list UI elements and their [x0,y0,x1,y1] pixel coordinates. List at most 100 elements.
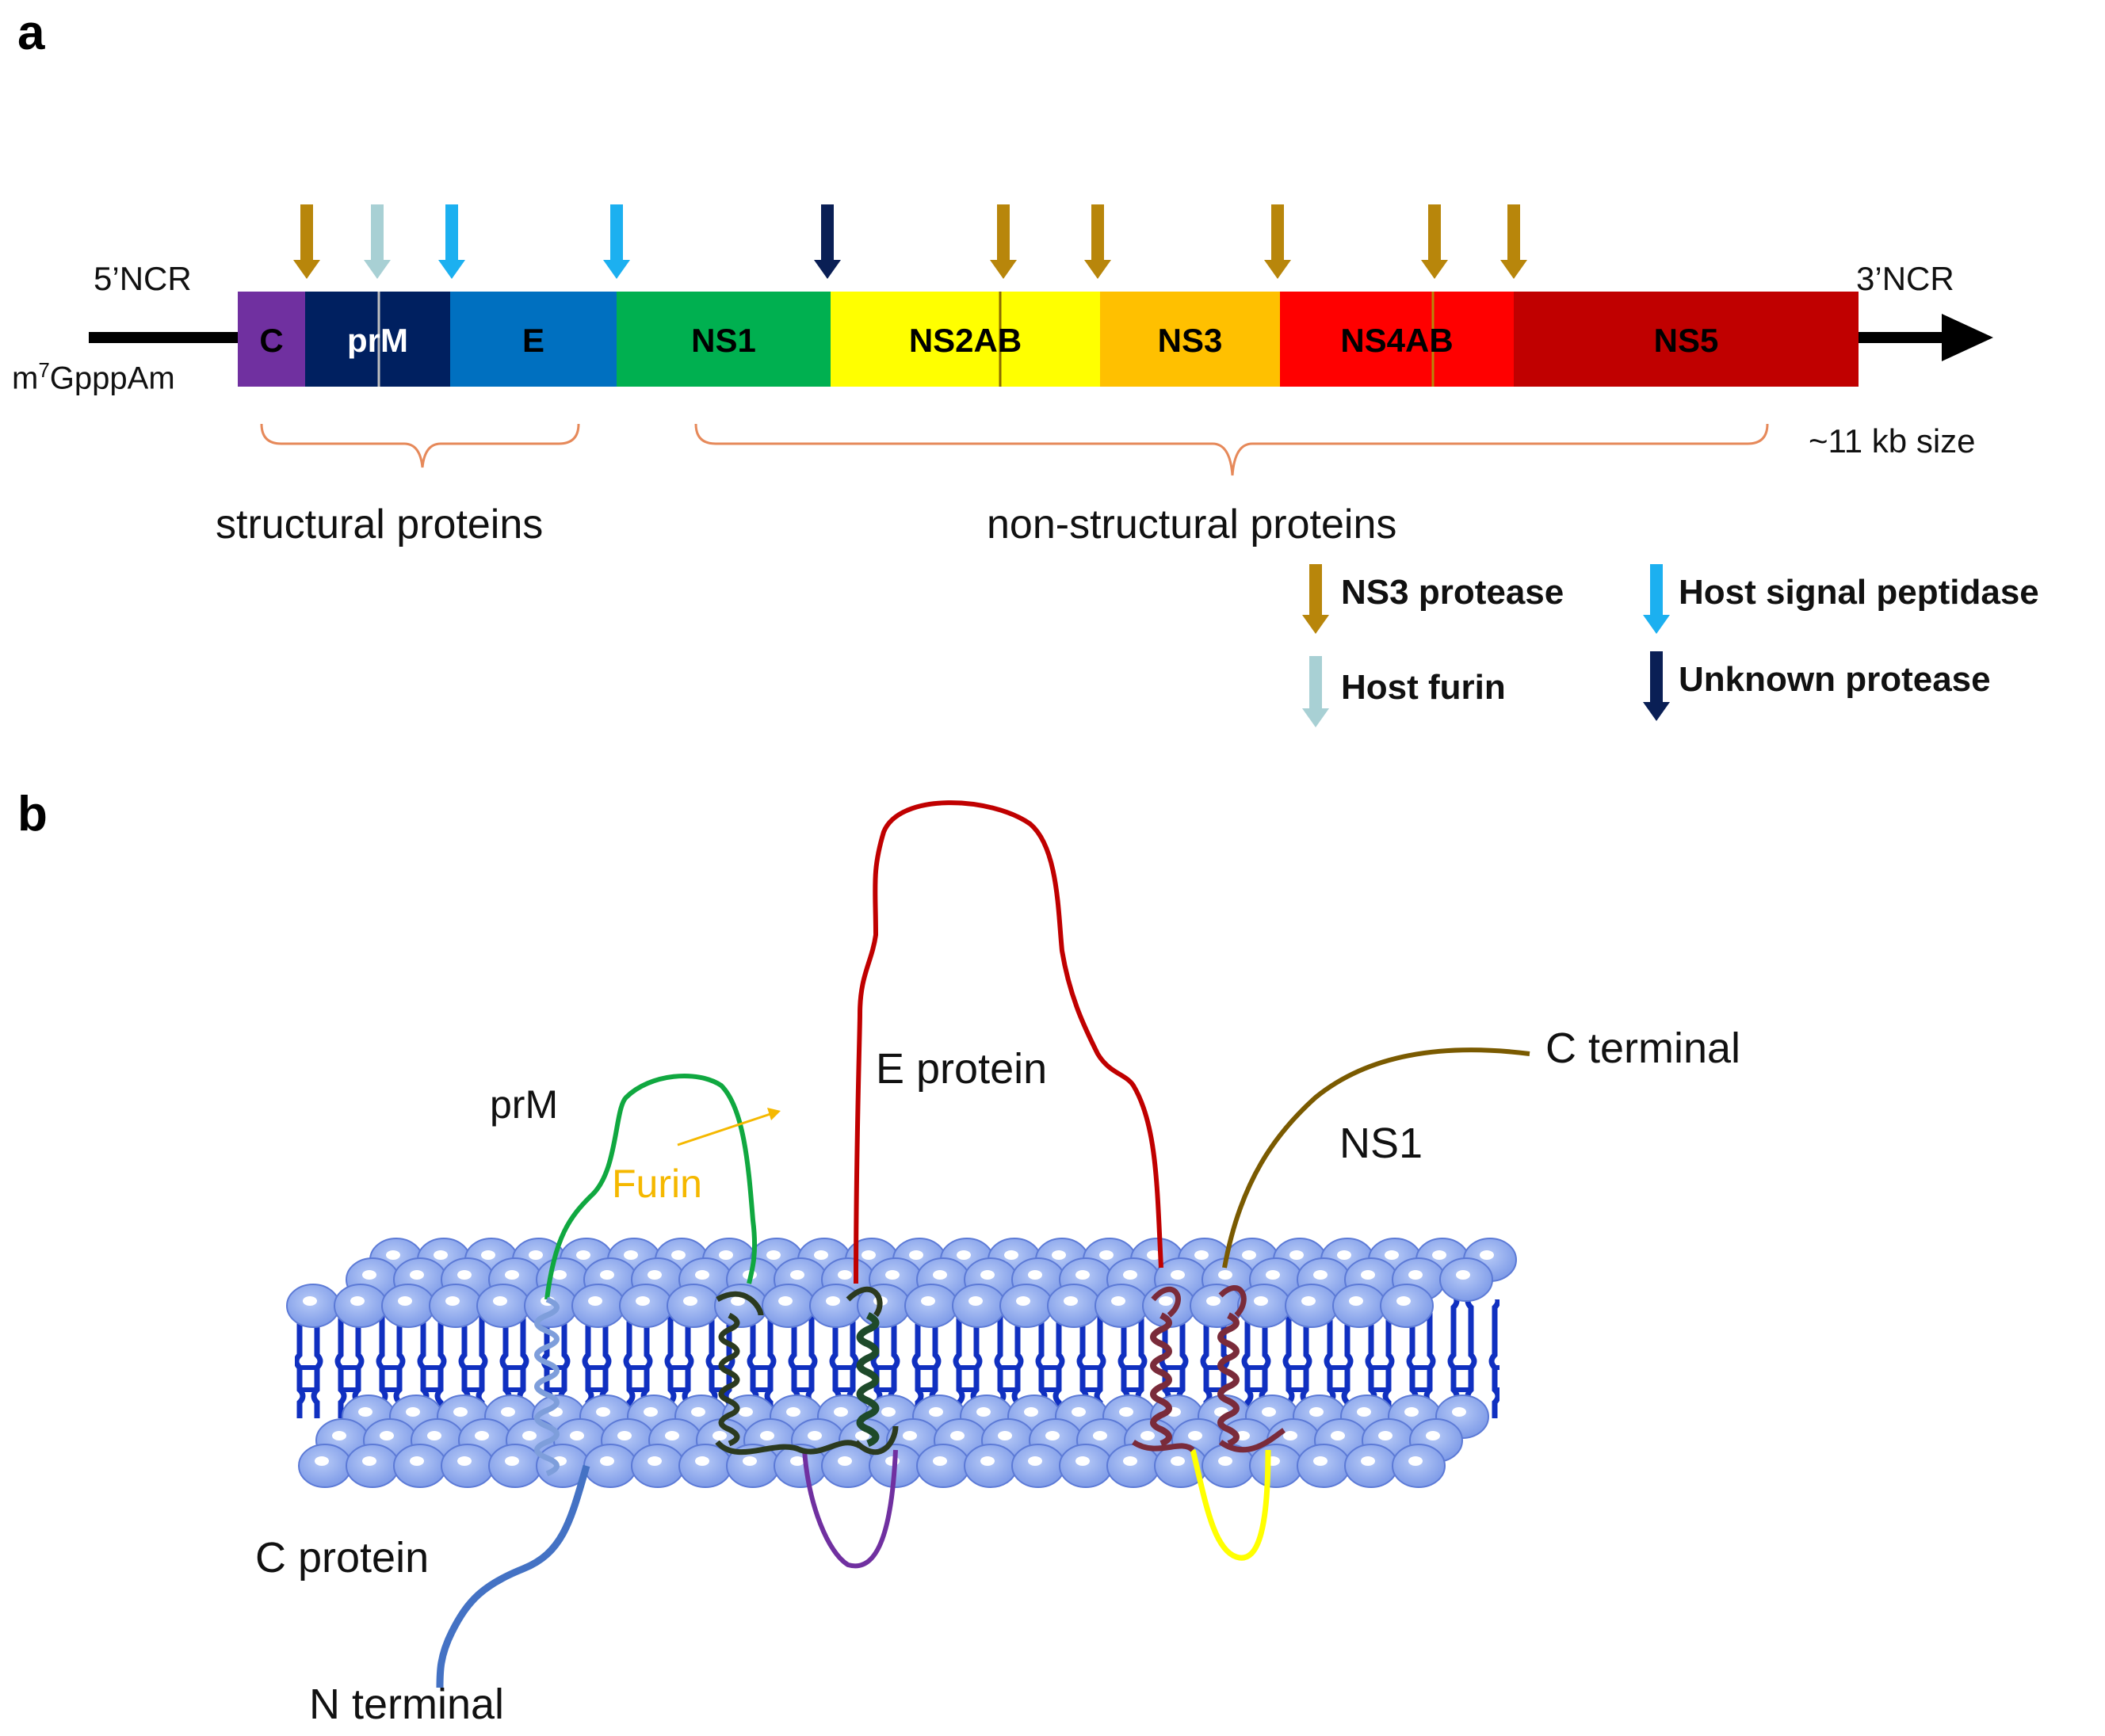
cap-suffix: GpppAm [49,361,175,396]
size-label: ~11 kb size [1809,422,1976,460]
segment-label-prm: prM [347,322,408,359]
lipid-head-bottom-front-3 [441,1444,495,1488]
lipid-head-bottom-front-6 [583,1444,637,1488]
lipid-head-top-front-2 [381,1284,435,1328]
lipid-head-top-front-21 [1285,1284,1339,1328]
lipid-head-bottom-front-2 [393,1444,447,1488]
segment-e [450,292,617,387]
lipid-head-bottom-front-0 [298,1444,352,1488]
legend-unknown-label: Unknown protease [1679,660,1991,699]
e-protein-loop [854,800,1163,1284]
cleavage-arrow-furin-1 [364,204,391,279]
cleavage-arrow-unknown-4 [814,204,841,279]
cleavage-arrow-ns3-5 [990,204,1017,279]
lipid-head-top-front-14 [952,1284,1006,1328]
lipid-head-bottom-front-8 [678,1444,732,1488]
lipid-head-bottom-front-7 [631,1444,685,1488]
panel-a-label: a [17,6,45,60]
lipid-head-top-front-7 [619,1284,673,1328]
cap-prefix: m [12,361,39,396]
nonstructural-label: non-structural proteins [987,502,1397,548]
lipid-head-top-front-13 [904,1284,958,1328]
legend-signal-arrow-icon [1643,564,1670,634]
e-helix-2 [856,1311,880,1448]
lipid-head-top-mid-23 [1439,1257,1493,1302]
lipid-head-top-front-4 [476,1284,530,1328]
genome-arrowhead [1942,314,1993,361]
segment-label-ns3: NS3 [1157,322,1223,359]
lipid-head-top-front-15 [999,1284,1053,1328]
cleavage-arrow-ns3-9 [1500,204,1527,279]
cleavage-arrow-signal-2 [438,204,465,279]
lipid-head-top-front-17 [1095,1284,1148,1328]
prm-loop [544,1074,758,1300]
segment-label-ns5: NS5 [1653,322,1719,359]
n-terminal-label: N terminal [309,1681,505,1728]
lipid-head-bottom-front-13 [916,1444,970,1488]
lipid-head-top-front-5 [524,1284,578,1328]
nonstructural-brace [694,423,1769,476]
lipid-head-top-front-0 [286,1284,340,1328]
segment-label-c: C [259,322,284,359]
prm-label: prM [490,1082,559,1127]
segment-ns3 [1100,292,1280,387]
segment-c [238,292,305,387]
c-protein-tail [436,1464,590,1688]
lipid-head-top-front-22 [1332,1284,1386,1328]
structural-label: structural proteins [216,502,544,548]
e-helix-1 [718,1312,740,1447]
cap-superscript: 7 [38,358,50,382]
legend-furin-label: Host furin [1341,668,1506,707]
ns1-helix-connectors [1132,1285,1286,1453]
lipid-head-bottom-front-22 [1344,1444,1398,1488]
yellow-loop [1190,1449,1271,1561]
segment-label-ns2ab: NS2AB [908,322,1022,359]
e-protein-label: E protein [876,1045,1048,1093]
structural-brace [260,423,580,468]
cap-label: m7GpppAm [12,358,175,396]
lipid-head-top-front-6 [571,1284,625,1328]
cleavage-arrow-ns3-8 [1421,204,1448,279]
lipid-head-bottom-front-1 [346,1444,399,1488]
e-helix-connector-1 [715,1291,861,1456]
furin-arrowhead [767,1108,781,1120]
legend-furin-arrow-icon [1302,656,1329,727]
purple-loop [802,1449,898,1569]
ns1-helix-1 [1150,1312,1172,1447]
c-terminal-label: C terminal [1545,1024,1741,1072]
lipid-head-top-front-8 [667,1284,720,1328]
legend-ns3-label: NS3 protease [1341,573,1564,612]
cleavage-arrow-ns3-0 [293,204,320,279]
furin-label: Furin [612,1162,702,1206]
cleavage-arrow-ns3-7 [1264,204,1291,279]
segment-label-ns4ab: NS4AB [1340,322,1454,359]
cleavage-arrow-signal-3 [603,204,630,279]
lipid-head-bottom-front-21 [1297,1444,1350,1488]
three-ncr-label: 3’NCR [1856,260,1954,297]
legend-ns3-arrow-icon [1302,564,1329,634]
lipid-head-top-front-1 [334,1284,388,1328]
segment-ns5 [1514,292,1859,387]
lipid-head-top-front-3 [429,1284,483,1328]
lipid-head-bottom-front-4 [488,1444,542,1488]
segment-ns2ab [831,292,1100,387]
lipid-head-bottom-front-20 [1249,1444,1303,1488]
legend-signal-label: Host signal peptidase [1679,573,2039,612]
segment-ns1 [617,292,831,387]
lipid-head-top-front-20 [1237,1284,1291,1328]
panel-b-label: b [17,787,48,841]
ns1-label: NS1 [1339,1120,1423,1167]
legend-unknown-arrow-icon [1643,651,1670,721]
furin-arrow [677,1112,774,1147]
ns1-tail [1222,1047,1530,1269]
e-helix-connector-2 [846,1286,899,1456]
prm-helix [534,1296,560,1477]
lipid-head-bottom-front-14 [964,1444,1018,1488]
lipid-head-bottom-front-15 [1011,1444,1065,1488]
five-ncr-label: 5’NCR [94,260,192,297]
segment-ns4ab [1280,292,1514,387]
segment-label-ns1: NS1 [691,322,756,359]
lipid-head-top-front-23 [1380,1284,1434,1328]
c-protein-label: C protein [255,1534,430,1581]
